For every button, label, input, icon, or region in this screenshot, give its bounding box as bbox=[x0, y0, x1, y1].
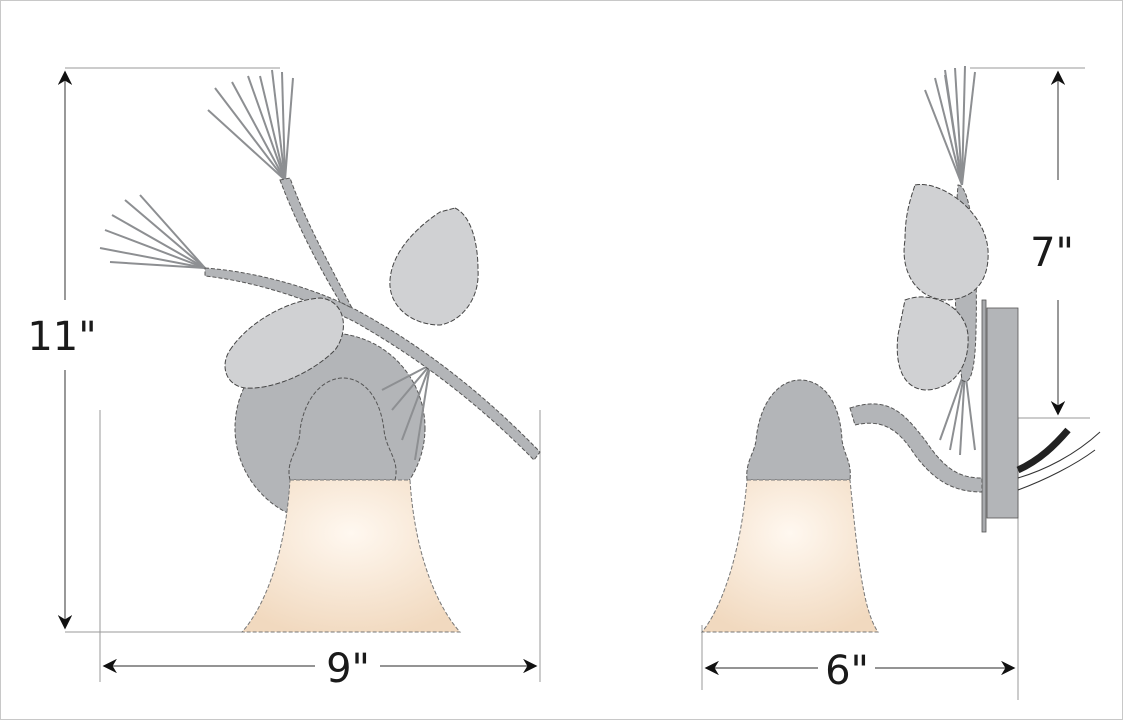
side-view: 7" 6" bbox=[700, 65, 1101, 700]
height-label: 11" bbox=[27, 314, 96, 360]
depth-label: 6" bbox=[825, 648, 869, 694]
side-pine-needles-icon bbox=[924, 65, 976, 456]
pine-needles-icon bbox=[99, 69, 431, 461]
pine-cone-upper bbox=[389, 207, 479, 326]
glass-shade bbox=[240, 479, 462, 633]
mounting-bracket bbox=[981, 299, 987, 533]
pine-cone-lower bbox=[224, 297, 344, 389]
lamp-arm bbox=[849, 403, 983, 493]
shade-cap bbox=[288, 377, 397, 481]
width-label: 9" bbox=[326, 646, 370, 692]
side-dimension-lines bbox=[701, 67, 1090, 700]
front-view: 11" 9" bbox=[27, 67, 541, 692]
side-shade-cap bbox=[746, 379, 851, 481]
branch-twig bbox=[279, 177, 354, 310]
side-pine-cone-upper bbox=[903, 183, 989, 301]
center-height-label: 7" bbox=[1030, 230, 1074, 276]
side-backplate bbox=[986, 307, 1019, 519]
wires bbox=[1016, 427, 1101, 491]
side-glass-shade bbox=[700, 479, 879, 633]
side-pine-cone-lower bbox=[896, 296, 969, 391]
front-dimension-lines bbox=[57, 67, 541, 682]
